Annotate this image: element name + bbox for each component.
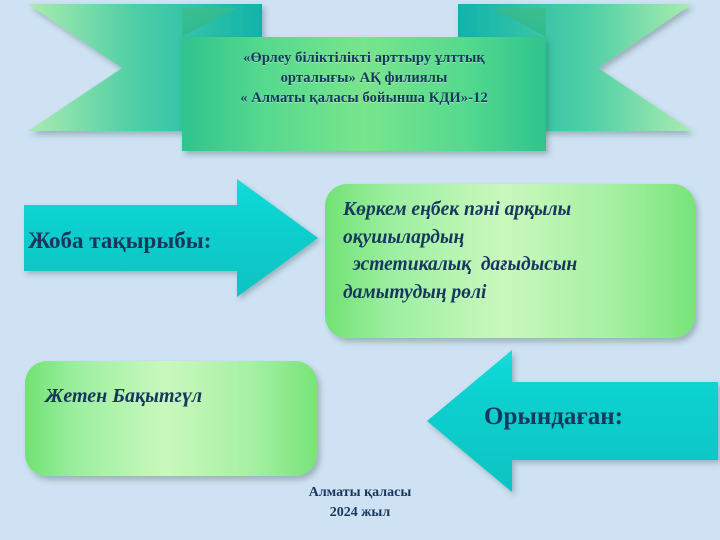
topic-box: Көркем еңбек пәні арқылы оқушылардың эст… xyxy=(325,184,695,338)
ribbon-center-panel xyxy=(182,37,546,151)
ribbon-fold-right xyxy=(492,8,546,37)
topic-line-2: оқушылардың xyxy=(343,226,465,248)
footer-year: 2024 жыл xyxy=(329,504,391,520)
ribbon-fold-left xyxy=(182,8,236,37)
topic-line-3: эстетикалық дағыдысын xyxy=(343,254,578,276)
topic-arrow-shape xyxy=(24,179,318,297)
topic-line-1: Көркем еңбек пәні арқылы xyxy=(343,199,572,220)
topic-box-text: Көркем еңбек пәні арқылы оқушылардың эст… xyxy=(343,196,685,307)
author-arrow-shape xyxy=(427,350,718,492)
author-arrow-left xyxy=(424,348,720,494)
author-name: Жетен Бақытгүл xyxy=(45,385,203,407)
topic-line-4: дамытудың рөлі xyxy=(343,282,487,304)
topic-arrow-right xyxy=(22,176,322,301)
title-ribbon: «Өрлеу біліктілікті арттыру ұлттық ортал… xyxy=(0,0,720,175)
author-box: Жетен Бақытгүл xyxy=(25,361,317,476)
